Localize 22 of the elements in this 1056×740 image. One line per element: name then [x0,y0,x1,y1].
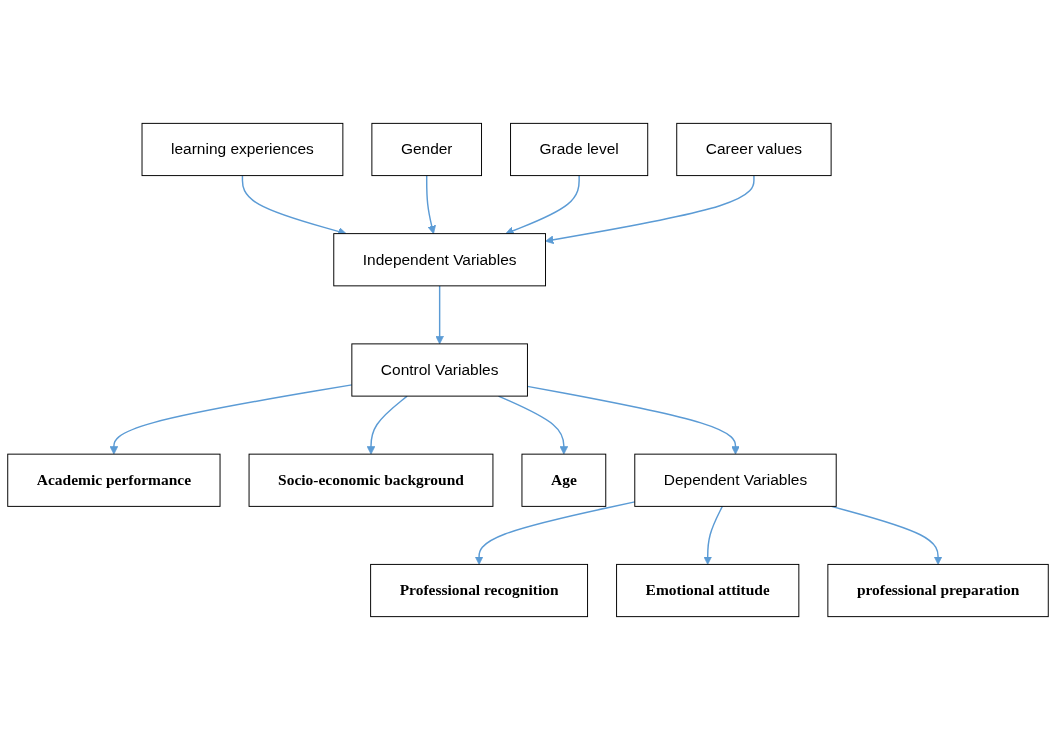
node-box: Academic performance [7,453,221,507]
arrow [435,285,444,345]
node-box: Socio-economic background [248,453,494,507]
arrow [703,505,724,565]
node-box: Independent Variables [333,233,546,287]
node-box: Age [521,453,607,507]
node-box: Professional recognition [370,563,589,618]
node-box: Grade level [510,122,649,177]
arrow [426,174,436,234]
arrow [505,174,580,235]
arrow [109,384,353,455]
arrow [545,174,755,245]
arrow [474,501,636,565]
node-box: Control Variables [351,343,528,397]
arrow [526,385,740,455]
node-box: Gender [371,122,482,177]
node-box: learning experiences [141,122,344,177]
node-box: Dependent Variables [634,453,837,507]
node-box: professional preparation [827,563,1049,618]
node-box: Career values [676,122,832,177]
node-box: Emotional attitude [616,563,800,618]
arrow [366,395,408,455]
